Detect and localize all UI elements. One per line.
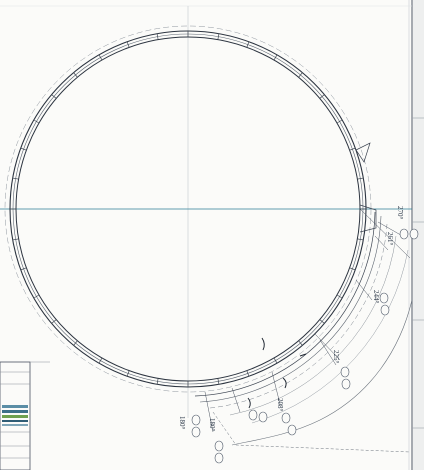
shell-segment-tick [217, 33, 220, 40]
shell-segment-tick [156, 378, 159, 385]
angle-label-180b: 180° [178, 416, 186, 430]
title-block-fill [2, 424, 28, 426]
tank-outer-annulus [4, 25, 372, 393]
shell-segment-tick [33, 294, 40, 299]
shell-segment-tick [319, 319, 325, 324]
shell-segment-tick [349, 147, 356, 151]
shell-segment-tick [246, 370, 250, 377]
leader-3 [355, 279, 373, 301]
angle-label-261: 261° [386, 232, 394, 246]
shell-segment-tick [33, 119, 40, 124]
shell-segment-tick [51, 94, 57, 99]
angle-label-244: 244° [372, 290, 380, 304]
shell-segment-tick [273, 54, 278, 61]
ref-bubble [409, 228, 419, 240]
shell-segment-tick [73, 340, 78, 346]
shell-segment-tick [298, 72, 303, 78]
shell-segment-tick [217, 378, 220, 385]
nozzle-detail-right [359, 204, 377, 233]
annular-arc-4 [229, 235, 397, 416]
annular-arc-2 [199, 215, 382, 403]
ref-bubble [380, 304, 390, 316]
detail-frame [212, 411, 411, 453]
right-edge-shade [413, 0, 424, 470]
shell-segment-tick [51, 319, 57, 324]
nozzle-detail-upper [355, 142, 371, 163]
shell-segment-tick [12, 238, 19, 241]
shell-segment-tick [319, 94, 325, 99]
shell-segment-tick [357, 177, 364, 180]
leader-2 [374, 235, 389, 251]
shell-segment-tick [298, 340, 303, 346]
angle-label-208: 208° [276, 398, 284, 412]
shell-segment-tick [20, 267, 27, 271]
shell-segment-tick [98, 357, 103, 364]
leader-4 [319, 339, 337, 366]
ref-bubbles [191, 228, 419, 464]
annular-arc-3 [209, 223, 388, 409]
shell-segment-tick [336, 294, 343, 299]
weld-mark-2 [282, 377, 287, 389]
ref-bubble [281, 412, 291, 424]
outer-sweep-arc [231, 299, 413, 446]
angle-label-180a: 180° [208, 418, 216, 432]
radial-line-225 [314, 333, 341, 361]
ref-bubble [191, 426, 201, 438]
ref-bubble [379, 292, 389, 304]
weld-mark-4 [299, 353, 307, 357]
ref-bubble [214, 440, 224, 452]
title-block-fill [2, 420, 28, 422]
ref-bubble [258, 411, 268, 423]
title-block-fill [2, 405, 28, 408]
radial-line-180 [204, 391, 214, 433]
shell-segment-ticks [10, 31, 366, 387]
angle-label-225: 225° [332, 350, 340, 364]
weld-mark-3 [247, 397, 251, 409]
shell-segment-tick [336, 119, 343, 124]
ref-bubble [399, 228, 409, 240]
ref-bubble [341, 378, 351, 390]
shell-segment-tick [349, 267, 356, 271]
shell-segment-tick [246, 41, 250, 48]
title-block-fill [2, 415, 28, 418]
ref-bubble [340, 366, 350, 378]
ref-bubble [287, 424, 297, 436]
shell-segment-tick [12, 177, 19, 180]
title-block [0, 361, 50, 470]
weld-mark-1 [261, 337, 265, 351]
ref-bubble [248, 409, 258, 421]
shell-segment-tick [126, 41, 130, 48]
annular-arc-1 [194, 211, 376, 397]
leader-5 [271, 371, 281, 405]
shell-segment-tick [73, 72, 78, 78]
title-block-fill [2, 410, 28, 413]
radial-line-270 [359, 208, 411, 259]
shell-segment-tick [98, 54, 103, 61]
shell-segment-tick [357, 238, 364, 241]
ref-bubble [214, 452, 224, 464]
annular-arc-5 [251, 249, 409, 424]
shell-segment-tick [156, 33, 159, 40]
shell-segment-tick [126, 370, 130, 377]
ref-bubble [191, 414, 201, 426]
shell-segment-tick [20, 147, 27, 151]
shell-segment-tick [273, 357, 278, 364]
angle-label-270: 270° [396, 206, 404, 220]
leader-6 [231, 387, 241, 413]
